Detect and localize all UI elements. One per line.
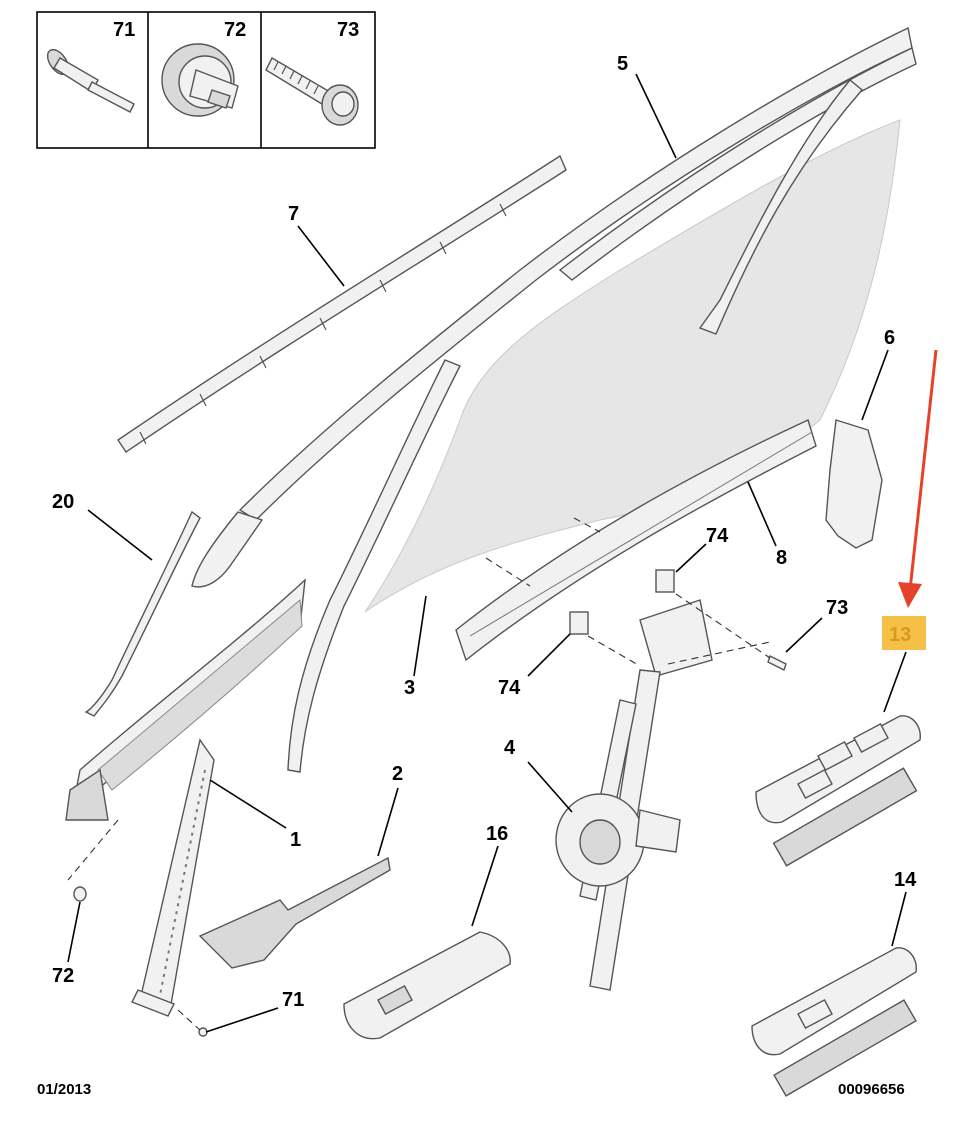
switch-module-16 (343, 931, 511, 1040)
callout-72: 72 (52, 965, 74, 987)
callout-labels: 5 7 6 20 74 8 73 13 3 74 4 2 16 1 14 72 … (52, 53, 917, 1011)
callout-2: 2 (392, 763, 403, 785)
vertical-guide-rail (287, 359, 461, 773)
screw-73 (767, 655, 787, 671)
mirror-trim (191, 511, 264, 588)
clip-74-upper (655, 569, 675, 593)
callout-20: 20 (52, 491, 74, 513)
inset-label-73: 73 (337, 19, 359, 41)
callout-73: 73 (826, 597, 848, 619)
rivet-71 (198, 1027, 208, 1037)
window-glass (364, 119, 901, 613)
callout-74-lower: 74 (498, 677, 521, 699)
clip-74-lower (569, 611, 589, 635)
callout-13: 13 (889, 624, 911, 646)
callout-7: 7 (288, 203, 299, 225)
fastener-inset: 71 72 73 (36, 11, 376, 149)
callout-1: 1 (290, 829, 301, 851)
callout-4: 4 (504, 737, 516, 759)
red-arrow (898, 349, 938, 608)
callout-6: 6 (884, 327, 895, 349)
mirror-bracket (825, 419, 883, 549)
outer-weatherstrip (117, 154, 567, 453)
leader-lines (67, 73, 907, 1033)
callout-16: 16 (486, 823, 508, 845)
inset-label-71: 71 (113, 19, 135, 41)
door-frame-top (238, 26, 917, 521)
callout-5: 5 (617, 53, 628, 75)
clip-icon (161, 43, 239, 117)
footer-ref: 00096656 (838, 1081, 905, 1098)
window-regulator (555, 599, 713, 991)
callout-14: 14 (894, 869, 917, 891)
rivet-icon (46, 48, 135, 113)
footer-date: 01/2013 (37, 1081, 91, 1098)
door-panel-insulator (198, 856, 391, 969)
inset-label-72: 72 (224, 19, 246, 41)
switch-module-14 (751, 947, 917, 1097)
callout-3: 3 (404, 677, 415, 699)
switch-module-13 (755, 715, 921, 867)
callout-8: 8 (776, 547, 787, 569)
highlight-box-13 (882, 616, 926, 650)
inner-sill-strip (455, 419, 817, 662)
clip-72 (73, 886, 87, 902)
quarter-window-assembly (65, 578, 306, 1017)
callout-71: 71 (282, 989, 304, 1011)
corner-molding (84, 510, 201, 717)
screw-icon (265, 57, 359, 126)
callout-74-upper: 74 (706, 525, 729, 547)
